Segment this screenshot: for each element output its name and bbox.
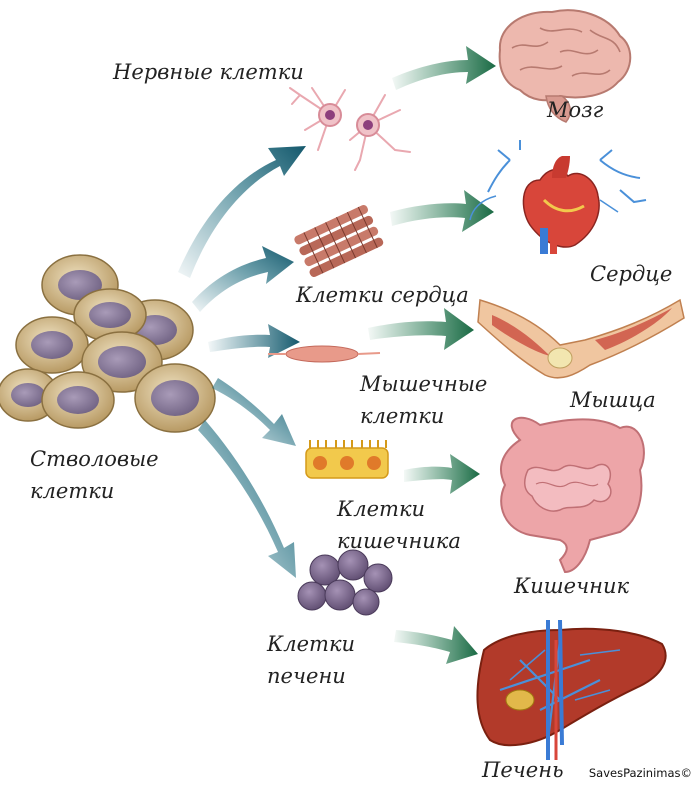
- organ-arrows: [368, 46, 496, 664]
- label-muscle: Мышца: [570, 388, 656, 412]
- arrow-to-muscle: [368, 308, 474, 350]
- label-intestine-cells-line1: Клетки: [337, 497, 426, 521]
- arrow-to-intestine: [404, 454, 480, 494]
- label-intestine-cells-line2: кишечника: [337, 529, 461, 553]
- label-stem-cells-line2: клетки: [30, 479, 115, 503]
- label-muscle-cells-line1: Мышечные: [360, 372, 488, 396]
- label-liver-cells-line1: Клетки: [267, 632, 356, 656]
- heart-cells-illustration: [294, 205, 384, 277]
- label-heart: Сердце: [590, 262, 673, 286]
- arrow-to-nerve-cells: [178, 146, 306, 278]
- intestine-cells-illustration: [305, 440, 389, 479]
- label-muscle-cells-line2: клетки: [360, 404, 445, 428]
- label-liver: Печень: [482, 758, 564, 782]
- arrow-to-liver: [394, 626, 478, 664]
- arrow-to-brain: [392, 46, 496, 90]
- stem-cells-cluster: [0, 254, 216, 433]
- arrow-to-heart: [390, 190, 494, 232]
- intestine-illustration: [500, 416, 645, 574]
- nerve-cells-illustration: [289, 87, 411, 171]
- arrow-to-intestine-cells: [212, 378, 296, 446]
- stem-cell-arrows: [178, 146, 306, 578]
- arrow-to-muscle-cells: [208, 324, 300, 358]
- arrow-to-liver-cells: [198, 420, 296, 578]
- label-heart-cells: Клетки сердца: [296, 283, 469, 307]
- arrow-to-heart-cells: [192, 246, 294, 312]
- heart-illustration: [469, 140, 647, 254]
- label-liver-cells-line2: печени: [267, 664, 346, 688]
- watermark: SavesPazinimas©: [588, 766, 692, 780]
- label-stem-cells-line1: Стволовые: [30, 447, 159, 471]
- liver-cells-illustration: [297, 549, 393, 616]
- liver-illustration: [476, 619, 667, 760]
- muscle-cells-illustration: [268, 345, 381, 363]
- label-nerve-cells: Нервные клетки: [113, 60, 304, 84]
- label-brain: Мозг: [547, 98, 604, 122]
- label-intestine: Кишечник: [514, 574, 630, 598]
- brain-illustration: [498, 9, 632, 123]
- muscle-illustration: [477, 298, 685, 379]
